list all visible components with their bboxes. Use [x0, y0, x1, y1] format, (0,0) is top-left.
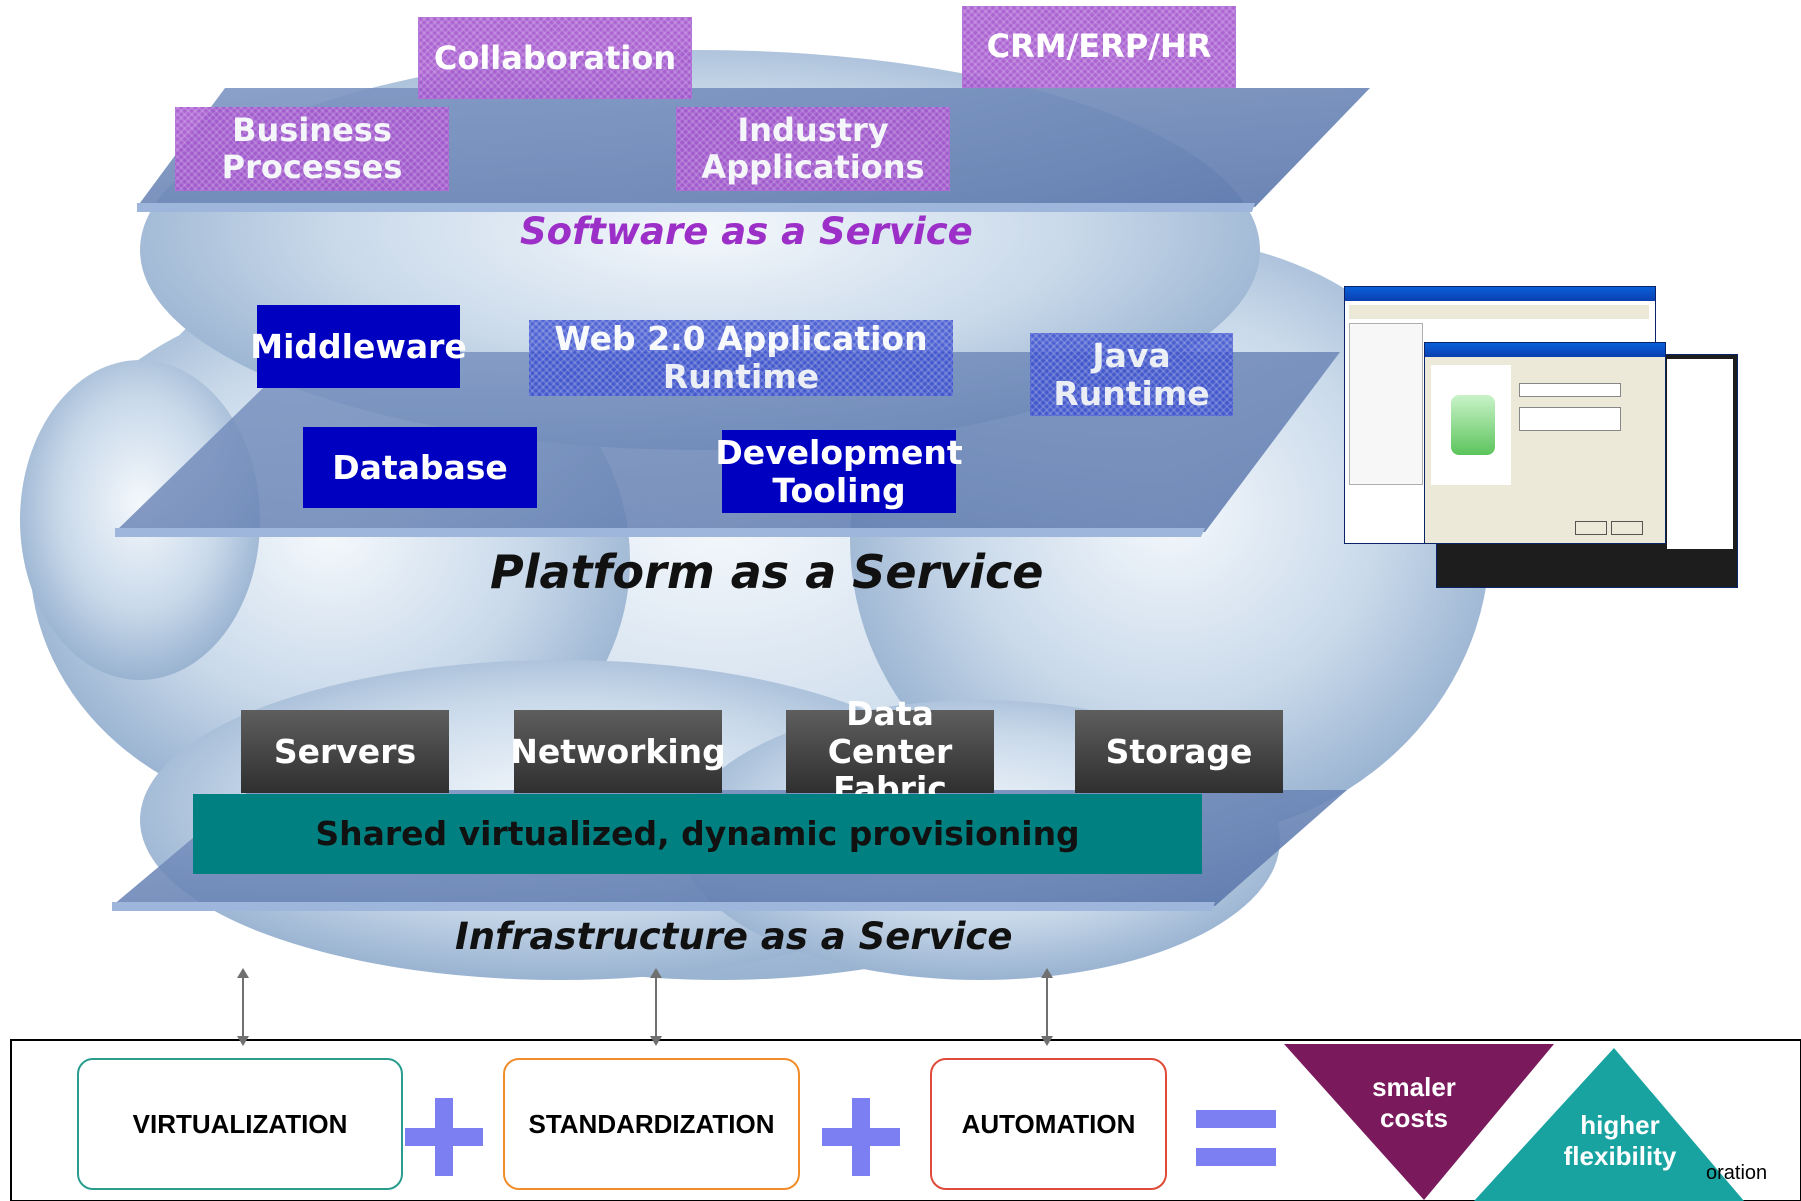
higher-flexibility-label: higher flexibility: [1563, 1110, 1677, 1172]
iaas-shared-provisioning-bar: Shared virtualized, dynamic provisioning: [193, 794, 1202, 874]
higher-flexibility-up-arrow: [1424, 1048, 1744, 1201]
paas-item-database: Database: [303, 427, 537, 508]
paas-item-development-tooling: Development Tooling: [715, 430, 963, 513]
screenshot-window-dialog: [1424, 342, 1666, 544]
corner-text: oration: [1706, 1162, 1768, 1184]
connector-arrow-virtualization: [237, 968, 249, 1046]
paas-title: Platform as a Service: [490, 545, 1044, 599]
iaas-item-servers: Servers: [241, 710, 449, 793]
saas-item-crm-erp-hr: CRM/ERP/HR: [962, 6, 1236, 88]
saas-item-industry-applications: Industry Applications: [676, 107, 950, 191]
standardization-box: STANDARDIZATION: [503, 1058, 800, 1190]
saas-item-business-processes: Business Processes: [175, 107, 449, 191]
connector-arrow-automation: [1041, 968, 1053, 1046]
iaas-item-storage: Storage: [1075, 710, 1283, 793]
smaller-costs-down-arrow: [1284, 1040, 1554, 1200]
smaller-costs-label: smaler costs: [1372, 1072, 1456, 1134]
paas-item-web20-runtime: Web 2.0 Application Runtime: [529, 320, 953, 396]
automation-box: AUTOMATION: [930, 1058, 1167, 1190]
iaas-item-data-center-fabric: Data Center Fabric: [786, 694, 994, 808]
connector-arrow-standardization: [650, 968, 662, 1046]
iaas-item-networking: Networking: [510, 710, 726, 793]
saas-item-collaboration: Collaboration: [418, 17, 692, 99]
virtualization-box: VIRTUALIZATION: [77, 1058, 403, 1190]
paas-item-java-runtime: Java Runtime: [1030, 333, 1233, 416]
saas-title: Software as a Service: [520, 210, 973, 253]
application-screenshot: [1344, 286, 1738, 588]
plus-sign-1: [405, 1098, 483, 1176]
paas-item-middleware: Middleware: [250, 305, 467, 388]
plus-sign-2: [822, 1098, 900, 1176]
result-arrows: [1284, 1040, 1744, 1201]
equals-sign: [1196, 1110, 1276, 1168]
iaas-title: Infrastructure as a Service: [455, 915, 1013, 958]
